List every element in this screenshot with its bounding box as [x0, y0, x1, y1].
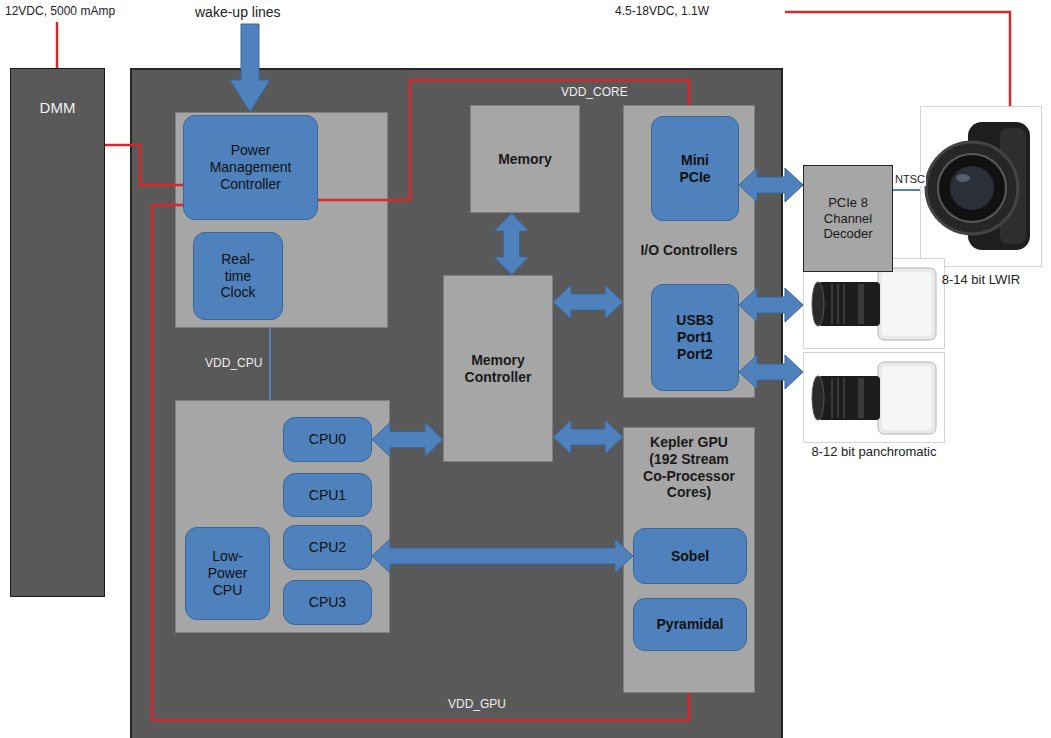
camera-body: [882, 366, 932, 430]
port-box: Mini PCIe: [651, 116, 739, 221]
data-arrow: [372, 423, 443, 457]
node-text: Memory: [498, 151, 552, 168]
node-text: Sobel: [671, 548, 709, 565]
supply-label: 12VDC, 5000 mAmp: [5, 4, 115, 18]
node-text: CPU1: [309, 487, 346, 504]
lens-rib: [843, 284, 845, 324]
cpu-box: CPU0: [283, 417, 372, 462]
cpu-box: CPU3: [283, 580, 372, 625]
lens-front: [812, 282, 824, 326]
cpu-box: Low-Power CPU: [185, 527, 270, 620]
camera-lens: [950, 166, 994, 210]
meter-box: DMM: [10, 68, 105, 597]
camera-body: [882, 272, 932, 336]
node-text: PCIe 8 Channel Decoder: [823, 195, 872, 242]
node-text: Kepler GPU (192 Stream Co-Processor Core…: [636, 434, 742, 501]
node-text: 8-14 bit LWIR: [942, 272, 1021, 288]
camera-lens: [938, 154, 1006, 222]
wakeup-arrow: [230, 24, 270, 112]
filter-box: Sobel: [633, 528, 747, 584]
lens-front: [812, 376, 824, 420]
lens-rib: [831, 378, 833, 418]
node-text: USB3 Port1 Port2: [676, 312, 713, 362]
camera-lens: [926, 142, 1018, 234]
controller-box: Power Management Controller: [183, 115, 318, 220]
supply-wire: [56, 22, 59, 68]
data-arrow: [739, 168, 803, 202]
camera-node: 8-12 bit panchromatic: [803, 258, 945, 464]
lens-rib: [837, 378, 839, 418]
lens-ring: [858, 284, 864, 324]
data-arrow: [553, 285, 623, 319]
cpu-box: CPU2: [283, 525, 372, 570]
camera-lens: [818, 282, 880, 326]
clock-box: Real-time Clock: [193, 232, 283, 320]
power-wire: [318, 80, 689, 200]
node-text: CPU0: [309, 431, 346, 448]
camera-body: [878, 362, 936, 434]
node-text: Real-time Clock: [220, 251, 255, 301]
supply-label: 4.5-18VDC, 1.1W: [615, 4, 709, 18]
data-arrow: [372, 539, 633, 573]
node-text: Low-Power CPU: [208, 548, 248, 598]
photo-frame: [804, 353, 945, 443]
lens-rib: [831, 284, 833, 324]
data-arrow: [739, 288, 803, 322]
filter-box: Pyramidal: [633, 598, 747, 651]
node-text: DMM: [40, 99, 76, 117]
node-text: CPU2: [309, 539, 346, 556]
camera-lens: [818, 376, 880, 420]
power-wire: [105, 145, 183, 185]
node-text: Mini PCIe: [679, 152, 710, 186]
memory-box: Memory: [470, 105, 580, 213]
signal-label: wake-up lines: [195, 4, 281, 21]
lens-rib: [837, 284, 839, 324]
rail-line: [269, 328, 271, 400]
photo-frame: [804, 259, 945, 349]
node-text: Pyramidal: [657, 616, 724, 633]
camera-node: 8-14 bit LWIR: [920, 106, 1042, 296]
port-box: USB3 Port1 Port2: [651, 284, 739, 391]
photo-frame: [921, 107, 1042, 267]
lens-ring: [858, 378, 864, 418]
camera-body: [878, 268, 936, 340]
edge-label: NTSC: [894, 173, 926, 186]
node-text: CPU3: [309, 594, 346, 611]
io-panel: I/O Controllers Mini PCIeUSB3 Port1 Port2: [623, 105, 755, 398]
decoder-box: PCIe 8 Channel Decoder: [803, 165, 893, 272]
lens-glint: [956, 174, 970, 182]
node-text: Memory Controller: [465, 352, 532, 386]
supply-wire: [785, 12, 1010, 106]
power-wire: [152, 205, 689, 720]
controller-box: Memory Controller: [443, 275, 553, 462]
data-arrow: [739, 355, 803, 389]
node-text: Power Management Controller: [210, 142, 292, 192]
data-arrow: [495, 213, 529, 275]
data-arrow: [553, 420, 623, 454]
node-text: I/O Controllers: [640, 242, 737, 259]
node-text: 8-12 bit panchromatic: [811, 444, 936, 460]
lens-rib: [843, 378, 845, 418]
video-line: [893, 189, 920, 191]
edge-label: VDD_CORE: [560, 85, 629, 99]
rail-label: VDD_CPU: [205, 356, 262, 370]
edge-label: VDD_GPU: [447, 697, 507, 711]
gpu-panel: Kepler GPU (192 Stream Co-Processor Core…: [623, 427, 755, 693]
cpu-box: CPU1: [283, 473, 372, 517]
